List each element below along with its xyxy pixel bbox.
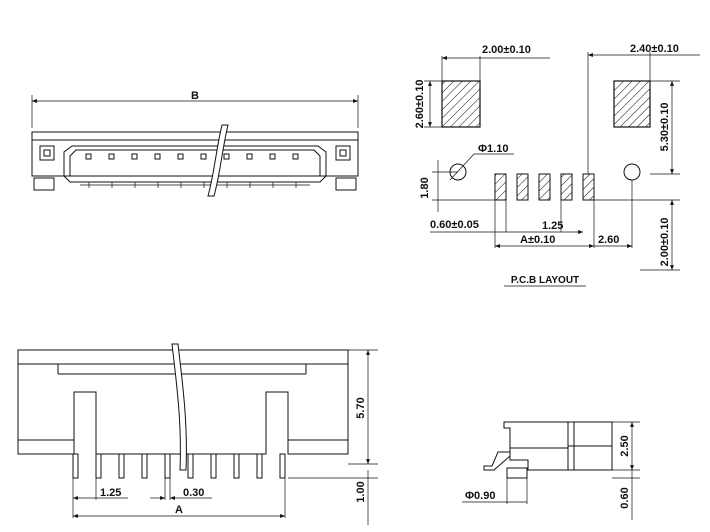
- pcb-layout-view: 2.60±0.10 2.00±0.10 2.40±0.10 5.30±0.10 …: [414, 43, 700, 287]
- top-pin-stubs: [80, 182, 310, 188]
- housing-outline: [31, 131, 359, 177]
- dim-060: 0.60: [619, 487, 631, 508]
- side-housing: [503, 421, 613, 471]
- break-line: [207, 124, 229, 197]
- pcb-layout-title: P.C.B LAYOUT: [511, 275, 579, 286]
- front-view: 5.70 1.00 1.25 0.30 A: [17, 343, 378, 525]
- dim-250: 2.50: [619, 435, 631, 456]
- dim-570: 5.70: [355, 397, 367, 418]
- pcb-pad-left: [441, 80, 481, 128]
- dim-a-pcb: A±0.10: [520, 234, 555, 246]
- pcb-pin-pads: [494, 173, 595, 201]
- dim-pin-width: 0.60±0.05: [430, 219, 479, 231]
- top-pin-markers: [85, 153, 299, 160]
- dim-front-pitch: 1.25: [100, 487, 121, 499]
- dim-100: 1.00: [355, 481, 367, 502]
- dim-hole: Φ1.10: [478, 143, 508, 155]
- dim-vertical-530: 5.30±0.10: [659, 103, 671, 152]
- dim-pad-right-width: 2.40±0.10: [630, 43, 679, 55]
- front-pins: [72, 453, 286, 479]
- dim-pin: 0.30: [183, 487, 204, 499]
- dim-180: 1.80: [419, 177, 431, 198]
- dim-260: 2.60: [598, 234, 619, 246]
- dim-a-front: A: [175, 504, 183, 516]
- pcb-pad-right: [613, 80, 651, 128]
- dim-post: Φ0.90: [465, 490, 495, 502]
- dim-pitch: 1.25: [542, 220, 563, 232]
- dim-pad-width: 2.00±0.10: [482, 44, 531, 56]
- top-view: B: [31, 90, 359, 197]
- dim-vertical-200: 2.00±0.10: [659, 218, 671, 267]
- dim-b-label: B: [191, 90, 199, 102]
- dim-pad-height: 2.60±0.10: [414, 80, 426, 129]
- side-peg: [506, 467, 528, 479]
- side-view: 2.50 0.60 Φ0.90: [462, 421, 640, 520]
- pcb-hole-right: [623, 163, 641, 181]
- front-break-line: [171, 343, 187, 471]
